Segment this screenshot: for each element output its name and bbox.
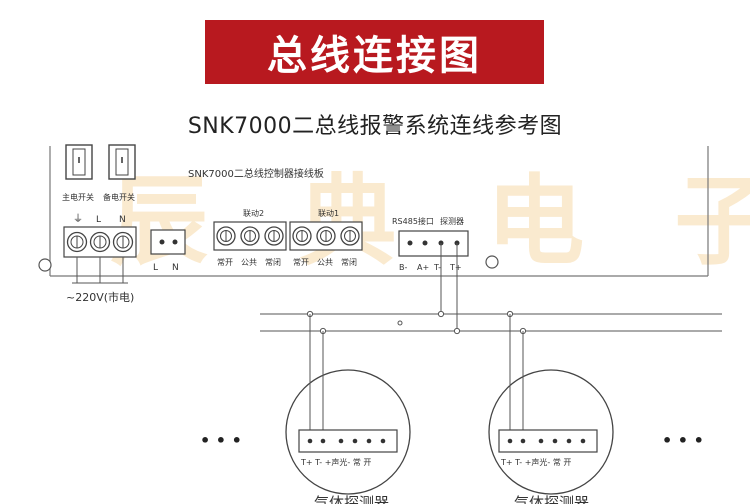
detector-2-terminal-labels: T+ T- +声光- 常 开 xyxy=(500,457,571,467)
detector-1-terminal-labels: T+ T- +声光- 常 开 xyxy=(300,457,371,467)
backup-switch xyxy=(108,144,136,180)
bus-b-label: B- xyxy=(399,263,407,272)
linkage1-title: 联动1 xyxy=(318,208,339,218)
main-switch-label: 主电开关 xyxy=(62,192,94,202)
mains-wires xyxy=(72,257,128,284)
mount-hole-right xyxy=(485,255,499,269)
linkage2-terminal-block xyxy=(213,221,287,251)
rs485-label: RS485接口 xyxy=(392,216,434,226)
detector-port-label: 探测器 xyxy=(440,216,464,226)
detector-1-name: 气体探测器 xyxy=(314,494,389,504)
board-title: SNK7000二总线控制器接线板 xyxy=(188,167,324,180)
detector-2-name: 气体探测器 xyxy=(514,494,589,504)
power-terminal-block xyxy=(63,226,137,258)
output-n-label: N xyxy=(172,263,179,273)
ground-terminal-label: ⏚ xyxy=(73,213,83,225)
power-note: ~220V(市电) xyxy=(66,290,134,304)
bus-tminus-label: T- xyxy=(433,263,441,272)
detector-2-wires xyxy=(509,314,524,441)
ellipsis-right: • • • xyxy=(662,431,704,450)
power-l-label: L xyxy=(96,215,101,225)
backup-switch-label: 备电开关 xyxy=(103,192,135,202)
bus-drop-wires xyxy=(440,243,458,331)
bus-tplus-label: T+ xyxy=(449,263,462,272)
detector-1-terminal-block xyxy=(298,429,398,453)
detector-2-terminal-block xyxy=(498,429,598,453)
linkage1-com-label: 公共 xyxy=(317,258,333,267)
ln-output-terminal xyxy=(150,229,186,255)
linkage2-no-label: 常开 xyxy=(217,258,233,267)
bus-a-label: A+ xyxy=(417,263,429,272)
banner-title: 总线连接图 xyxy=(205,20,544,84)
diagram-subtitle: SNK7000二总线报警系统连线参考图 xyxy=(187,114,563,139)
linkage2-nc-label: 常闭 xyxy=(265,258,281,267)
linkage2-title: 联动2 xyxy=(243,208,264,218)
detector-1-wires xyxy=(309,314,324,441)
linkage1-terminal-block xyxy=(289,221,363,251)
two-wire-bus xyxy=(260,313,722,332)
bus-junctions xyxy=(306,310,527,335)
bus-terminal-block xyxy=(398,230,469,257)
linkage1-no-label: 常开 xyxy=(293,258,309,267)
output-l-label: L xyxy=(153,263,158,273)
linkage2-com-label: 公共 xyxy=(241,258,257,267)
linkage1-nc-label: 常闭 xyxy=(341,258,357,267)
ellipsis-left: • • • xyxy=(200,431,242,450)
main-switch xyxy=(65,144,93,180)
power-n-label: N xyxy=(119,215,126,225)
mount-hole-left xyxy=(38,258,52,272)
